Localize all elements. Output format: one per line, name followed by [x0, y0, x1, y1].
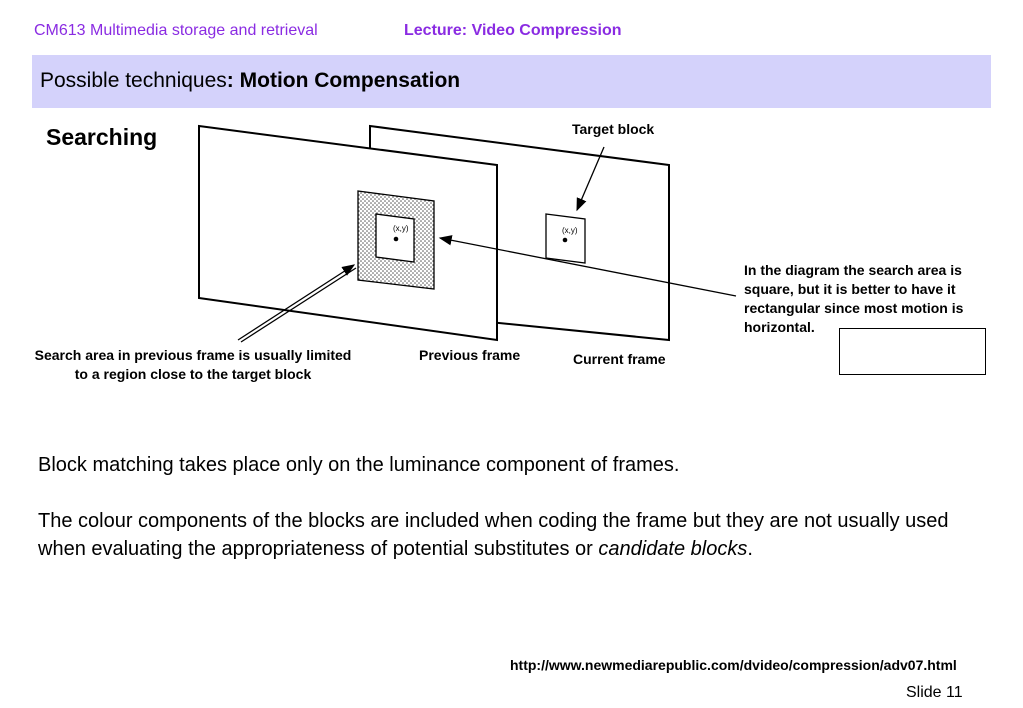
- search-area-arrow-a: [237, 264, 356, 341]
- target-block-label: Target block: [572, 121, 655, 137]
- diagram-heading: Searching: [46, 124, 158, 150]
- candidate-block-point: [393, 236, 399, 242]
- candidate-blocks-term: candidate blocks: [598, 538, 748, 560]
- target-label-arrow: [576, 146, 605, 212]
- paragraph-luminance: Block matching takes place only on the l…: [38, 454, 680, 476]
- lecture-title: Lecture: Video Compression: [404, 22, 622, 39]
- slide-title: Possible techniques: Motion Compensation: [40, 69, 460, 93]
- paragraph-colour-end: .: [747, 538, 753, 560]
- note-arrow: [438, 235, 737, 297]
- empty-box: [839, 328, 986, 375]
- slide-title-bold: : Motion Compensation: [226, 69, 461, 92]
- target-block-coords: (x,y): [562, 226, 578, 235]
- diagram-note: In the diagram the search area is square…: [744, 262, 964, 335]
- target-block-point: [562, 237, 568, 243]
- source-url: http://www.newmediarepublic.com/dvideo/c…: [510, 657, 957, 673]
- search-area-label: Search area in previous frame is usually…: [34, 347, 352, 382]
- paragraph-colour: The colour components of the blocks are …: [38, 507, 958, 563]
- title-bar: Possible techniques: Motion Compensation: [32, 55, 991, 108]
- slide-number: Slide 11: [906, 684, 963, 701]
- previous-frame-label: Previous frame: [419, 347, 521, 363]
- paragraph-colour-main: The colour components of the blocks are …: [38, 510, 949, 560]
- search-area-arrow-b: [240, 267, 357, 343]
- candidate-block-coords: (x,y): [393, 224, 409, 233]
- course-title: CM613 Multimedia storage and retrieval: [34, 22, 318, 39]
- slide-title-prefix: Possible techniques: [40, 69, 227, 92]
- current-frame-label: Current frame: [573, 351, 666, 367]
